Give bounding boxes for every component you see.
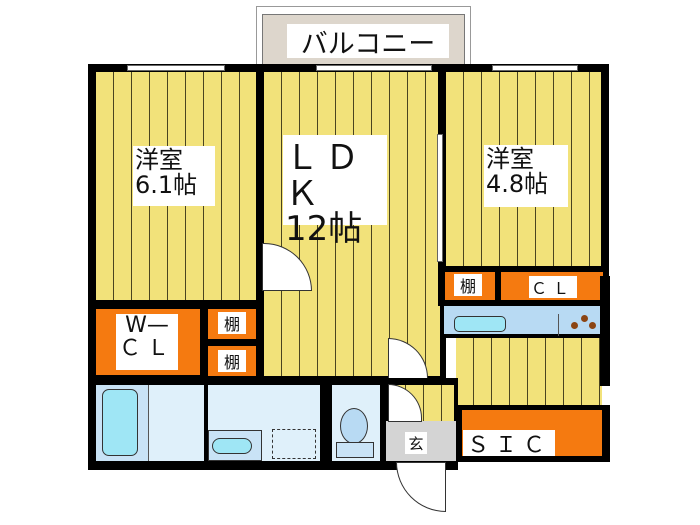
- entrance-label: 玄: [405, 432, 427, 454]
- room-size: 12帖: [285, 209, 363, 250]
- toilet-tank-icon: [336, 442, 374, 458]
- window-ldk-side: [437, 134, 443, 262]
- sink-icon: [454, 316, 506, 332]
- toilet-icon: [340, 408, 368, 444]
- washer-space-icon: [272, 429, 316, 459]
- bath-anteroom: [148, 385, 204, 461]
- ldk-label: ＬＤＫ 12帖: [283, 135, 387, 247]
- room-name: 洋室: [135, 146, 183, 174]
- window-ldk: [316, 65, 432, 71]
- right-wall-lower: [600, 276, 610, 386]
- balcony-label: バルコニー: [287, 24, 449, 60]
- closet-label: ＣＬ: [529, 276, 577, 298]
- wic-line2: ＣＬ: [118, 336, 175, 362]
- shelf-2-label: 棚: [218, 350, 246, 372]
- window-room-2: [492, 65, 578, 71]
- basin-icon: [212, 438, 252, 454]
- room-name: 洋室: [486, 145, 534, 173]
- western-room-2-label: 洋室 4.8帖: [484, 145, 568, 207]
- stove-icon: [558, 314, 602, 336]
- front-door[interactable]: [396, 462, 446, 512]
- ldk-lower: [456, 338, 602, 414]
- window-room-1: [127, 65, 225, 71]
- shoe-closet-label: ＳＩＣ: [463, 430, 555, 458]
- room-size: 6.1帖: [135, 171, 198, 200]
- wic-line1: W—: [125, 313, 169, 338]
- room-size: 4.8帖: [486, 170, 549, 199]
- room-name: ＬＤＫ: [285, 138, 365, 214]
- walk-in-closet-label: W— ＣＬ: [116, 314, 178, 370]
- bathtub-icon: [102, 389, 138, 456]
- shelf-3-label: 棚: [454, 274, 482, 296]
- shelf-1-label: 棚: [218, 312, 246, 334]
- western-room-1-label: 洋室 6.1帖: [133, 146, 215, 206]
